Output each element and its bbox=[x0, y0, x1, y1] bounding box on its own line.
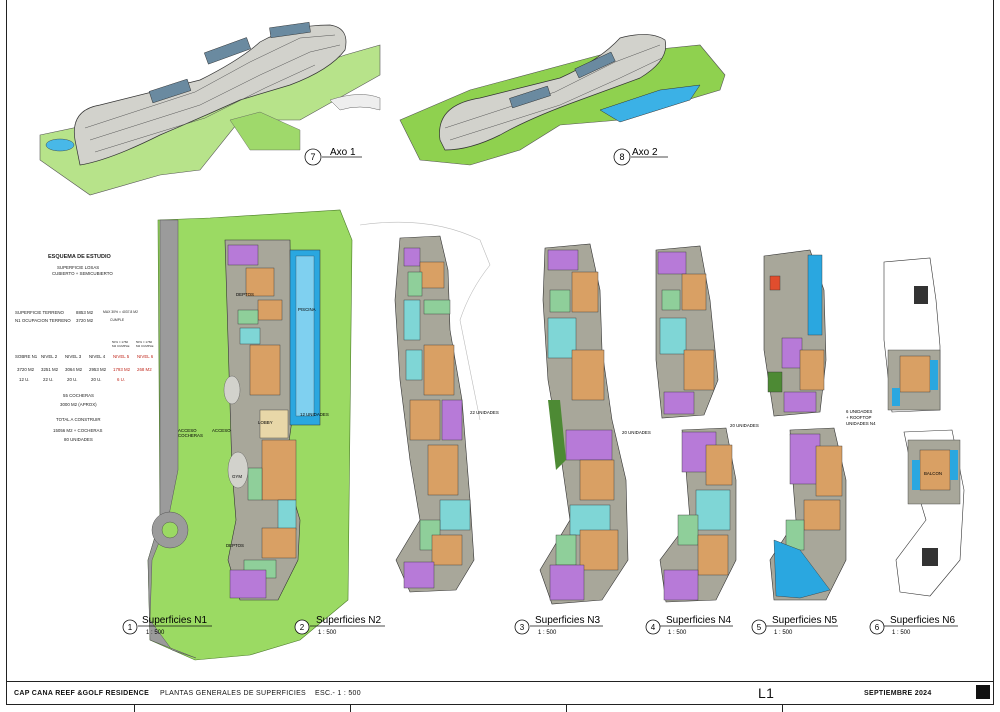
level-2-area: 3251 M2 bbox=[41, 367, 59, 372]
n6-view-number: 6 bbox=[875, 623, 880, 632]
n5-view-number: 5 bbox=[757, 623, 762, 632]
issue-date: SEPTIEMBRE 2024 bbox=[864, 690, 932, 697]
title-block-tick bbox=[782, 704, 783, 712]
n1-view-title: Superficies N1 bbox=[142, 615, 207, 626]
schema-title: ESQUEMA DE ESTUDIO bbox=[48, 254, 111, 260]
cocheras-area: 3000 M2 (APROX) bbox=[60, 402, 97, 407]
level-1-label: SOBRE N1 bbox=[15, 354, 38, 359]
sheet-number: L1 bbox=[758, 685, 775, 701]
n4-view-scale: 1 : 500 bbox=[668, 630, 687, 636]
ocupacion-label: N1 OCUPACION TERRENO bbox=[15, 318, 71, 323]
title-block-divider bbox=[6, 704, 994, 705]
level5-note: 50% = 1760 M2 CUMPLE bbox=[112, 340, 130, 348]
n1-view-scale: 1 : 500 bbox=[146, 630, 165, 636]
terreno-label: SUPERFICIE TERRENO bbox=[15, 310, 64, 315]
n3-view-scale: 1 : 500 bbox=[538, 630, 557, 636]
plan-n3: 20 UNIDADES 3 Superficies N3 1 : 500 bbox=[514, 243, 651, 636]
axo2-view-number-circle bbox=[613, 148, 631, 166]
total-units: 80 UNIDADES bbox=[64, 437, 93, 442]
level-2-units: 22 U. bbox=[43, 377, 54, 382]
level-5-units: 6 U. bbox=[117, 377, 126, 382]
total-value: 15056 M2 + COCHERAS bbox=[53, 428, 103, 433]
level-6-area: 268 M2 bbox=[137, 367, 152, 372]
level6-note: 50% = 1760 M2 CUMPLE bbox=[136, 340, 154, 348]
axo-1-view: 7 Axo 1 bbox=[39, 22, 381, 196]
n3-view-number: 3 bbox=[520, 623, 525, 632]
n1-label-gym: GYM bbox=[232, 474, 242, 479]
n1-label-acceso: ACCESO bbox=[212, 428, 231, 433]
level-1-area: 3720 M2 bbox=[17, 367, 35, 372]
schema-subtitle-1: SUPERFICIE LOSAS bbox=[57, 265, 100, 270]
n2-view-scale: 1 : 500 bbox=[318, 630, 337, 636]
axo2-view-title: Axo 2 bbox=[632, 147, 658, 158]
sheet-frame bbox=[6, 0, 994, 704]
total-label: TOTAL A CONSTRUIR bbox=[56, 417, 101, 422]
level-4-label: NIVEL 4 bbox=[89, 354, 106, 359]
n1-label-deptos-bottom: DEPTOS bbox=[226, 543, 244, 548]
level-4-area: 2953 M2 bbox=[89, 367, 107, 372]
plan-n6: BALCON 6 Superficies N6 1 : 500 bbox=[869, 257, 965, 636]
drawing-scale: ESC.- 1 : 500 bbox=[315, 690, 361, 697]
drawing-canvas: 7 Axo 1 8 Axo 2 bbox=[39, 22, 965, 661]
n1-view-number: 1 bbox=[128, 623, 133, 632]
schema-subtitle-2: CUBIERTO + SEMICUBIERTO bbox=[52, 271, 113, 276]
axo1-view-number-circle bbox=[304, 148, 322, 166]
level-3-label: NIVEL 3 bbox=[65, 354, 82, 359]
n1-label-deptos-top: DEPTOS bbox=[236, 292, 254, 297]
n5-view-title: Superficies N5 bbox=[772, 615, 837, 626]
level-3-area: 3064 M2 bbox=[65, 367, 83, 372]
level-4-units: 20 U. bbox=[91, 377, 102, 382]
level-1-units: 12 U. bbox=[19, 377, 30, 382]
n2-label-units: 22 UNIDADES bbox=[470, 410, 499, 415]
plan-n2: 22 UNIDADES 2 Superficies N2 1 : 500 bbox=[294, 221, 499, 636]
n3-view-title: Superficies N3 bbox=[535, 615, 600, 626]
n1-label-units: 12 UNIDADES bbox=[300, 412, 329, 417]
n6-view-title: Superficies N6 bbox=[890, 615, 955, 626]
logo-mark bbox=[976, 685, 990, 699]
level-3-units: 20 U. bbox=[67, 377, 78, 382]
n1-label-piscina: PISCINA bbox=[298, 307, 316, 312]
terreno-note: MAX 30% = 4037.8 M2 bbox=[103, 310, 138, 314]
n2-view-number: 2 bbox=[300, 623, 305, 632]
n1-label-lobby: LOBBY bbox=[258, 420, 273, 425]
level-5-area: 1793 M2 bbox=[113, 367, 131, 372]
project-name: CAP CANA REEF &GOLF RESIDENCE bbox=[14, 690, 150, 697]
title-block-tick bbox=[134, 704, 135, 712]
axo1-view-title: Axo 1 bbox=[330, 147, 356, 158]
n5-label-units-3: UNIDADES N4 bbox=[846, 421, 876, 426]
title-block-tick bbox=[566, 704, 567, 712]
n4-label-units: 20 UNIDADES bbox=[730, 423, 759, 428]
title-block-tick bbox=[350, 704, 351, 712]
plan-n4: 20 UNIDADES 4 Superficies N4 1 : 500 bbox=[645, 245, 759, 636]
plan-n5: 6 UNIDADES + ROOFTOP UNIDADES N4 5 Super… bbox=[751, 249, 876, 636]
n5-label-units-2: + ROOFTOP bbox=[846, 415, 871, 420]
terreno-value: 8853 M2 bbox=[76, 310, 94, 315]
level-2-label: NIVEL 2 bbox=[41, 354, 58, 359]
n3-label-units: 20 UNIDADES bbox=[622, 430, 651, 435]
level-5-label: NIVEL 5 bbox=[113, 354, 130, 359]
title-block: CAP CANA REEF &GOLF RESIDENCE PLANTAS GE… bbox=[6, 681, 994, 712]
n6-view-scale: 1 : 500 bbox=[892, 630, 911, 636]
ocupacion-value: 3720 M2 bbox=[76, 318, 94, 323]
axo-2-view: 8 Axo 2 bbox=[399, 34, 726, 166]
n6-label: BALCON bbox=[924, 471, 942, 476]
drawing-title: PLANTAS GENERALES DE SUPERFICIES bbox=[160, 690, 307, 697]
n5-view-scale: 1 : 500 bbox=[774, 630, 793, 636]
level-6-label: NIVEL 6 bbox=[137, 354, 154, 359]
n2-view-title: Superficies N2 bbox=[316, 615, 381, 626]
axo2-view-number: 8 bbox=[619, 152, 624, 162]
n4-view-number: 4 bbox=[651, 623, 656, 632]
axo1-view-number: 7 bbox=[310, 152, 315, 162]
n5-label-units-1: 6 UNIDADES bbox=[846, 409, 872, 414]
ocupacion-note: CUMPLE bbox=[110, 318, 125, 322]
cocheras-count: 55 COCHERAS bbox=[63, 393, 94, 398]
n4-view-title: Superficies N4 bbox=[666, 615, 731, 626]
